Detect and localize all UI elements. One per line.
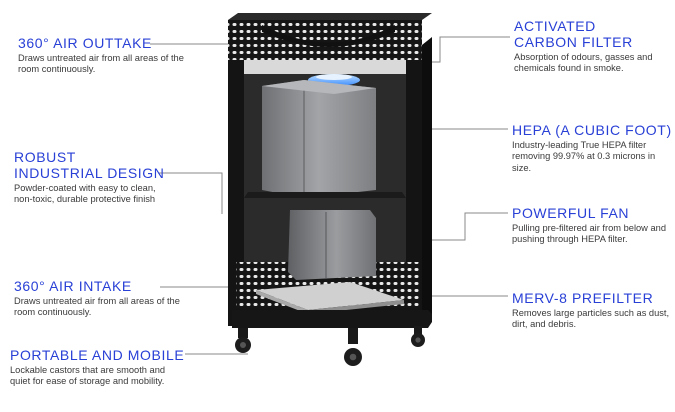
fan-housing — [288, 210, 376, 280]
feature-title: 360° AIR INTAKE — [14, 278, 194, 294]
feature-title: HEPA (A CUBIC FOOT) — [512, 122, 672, 138]
feature-description: Powder-coated with easy to clean, non-to… — [14, 183, 174, 206]
feature-air-outtake: 360° AIR OUTTAKE Draws untreated air fro… — [18, 35, 198, 76]
air-purifier-unit — [228, 13, 432, 366]
feature-description: Draws untreated air from all areas of th… — [14, 296, 194, 319]
feature-title: ROBUST INDUSTRIAL DESIGN — [14, 149, 174, 181]
feature-description: Pulling pre-filtered air from below and … — [512, 223, 672, 246]
feature-title: ACTIVATED CARBON FILTER — [514, 18, 674, 50]
feature-portable-mobile: PORTABLE AND MOBILE Lockable castors tha… — [10, 347, 185, 388]
feature-description: Lockable castors that are smooth and qui… — [10, 365, 185, 388]
feature-air-intake: 360° AIR INTAKE Draws untreated air from… — [14, 278, 194, 319]
feature-description: Absorption of odours, gasses and chemica… — [514, 52, 674, 75]
feature-carbon-filter: ACTIVATED CARBON FILTER Absorption of od… — [514, 18, 674, 75]
hepa-filter — [262, 80, 376, 198]
feature-description: Industry-leading True HEPA filter removi… — [512, 140, 672, 174]
feature-title: POWERFUL FAN — [512, 205, 672, 221]
feature-title: PORTABLE AND MOBILE — [10, 347, 185, 363]
feature-powerful-fan: POWERFUL FAN Pulling pre-filtered air fr… — [512, 205, 672, 246]
feature-merv8: MERV-8 PREFILTER Removes large particles… — [512, 290, 672, 331]
castors — [235, 326, 425, 366]
feature-hepa: HEPA (A CUBIC FOOT) Industry-leading Tru… — [512, 122, 672, 174]
feature-title: MERV-8 PREFILTER — [512, 290, 672, 306]
feature-description: Removes large particles such as dust, di… — [512, 308, 672, 331]
top-vent-band — [228, 20, 422, 60]
feature-industrial-design: ROBUST INDUSTRIAL DESIGN Powder-coated w… — [14, 149, 174, 206]
feature-description: Draws untreated air from all areas of th… — [18, 53, 198, 76]
feature-title: 360° AIR OUTTAKE — [18, 35, 198, 51]
